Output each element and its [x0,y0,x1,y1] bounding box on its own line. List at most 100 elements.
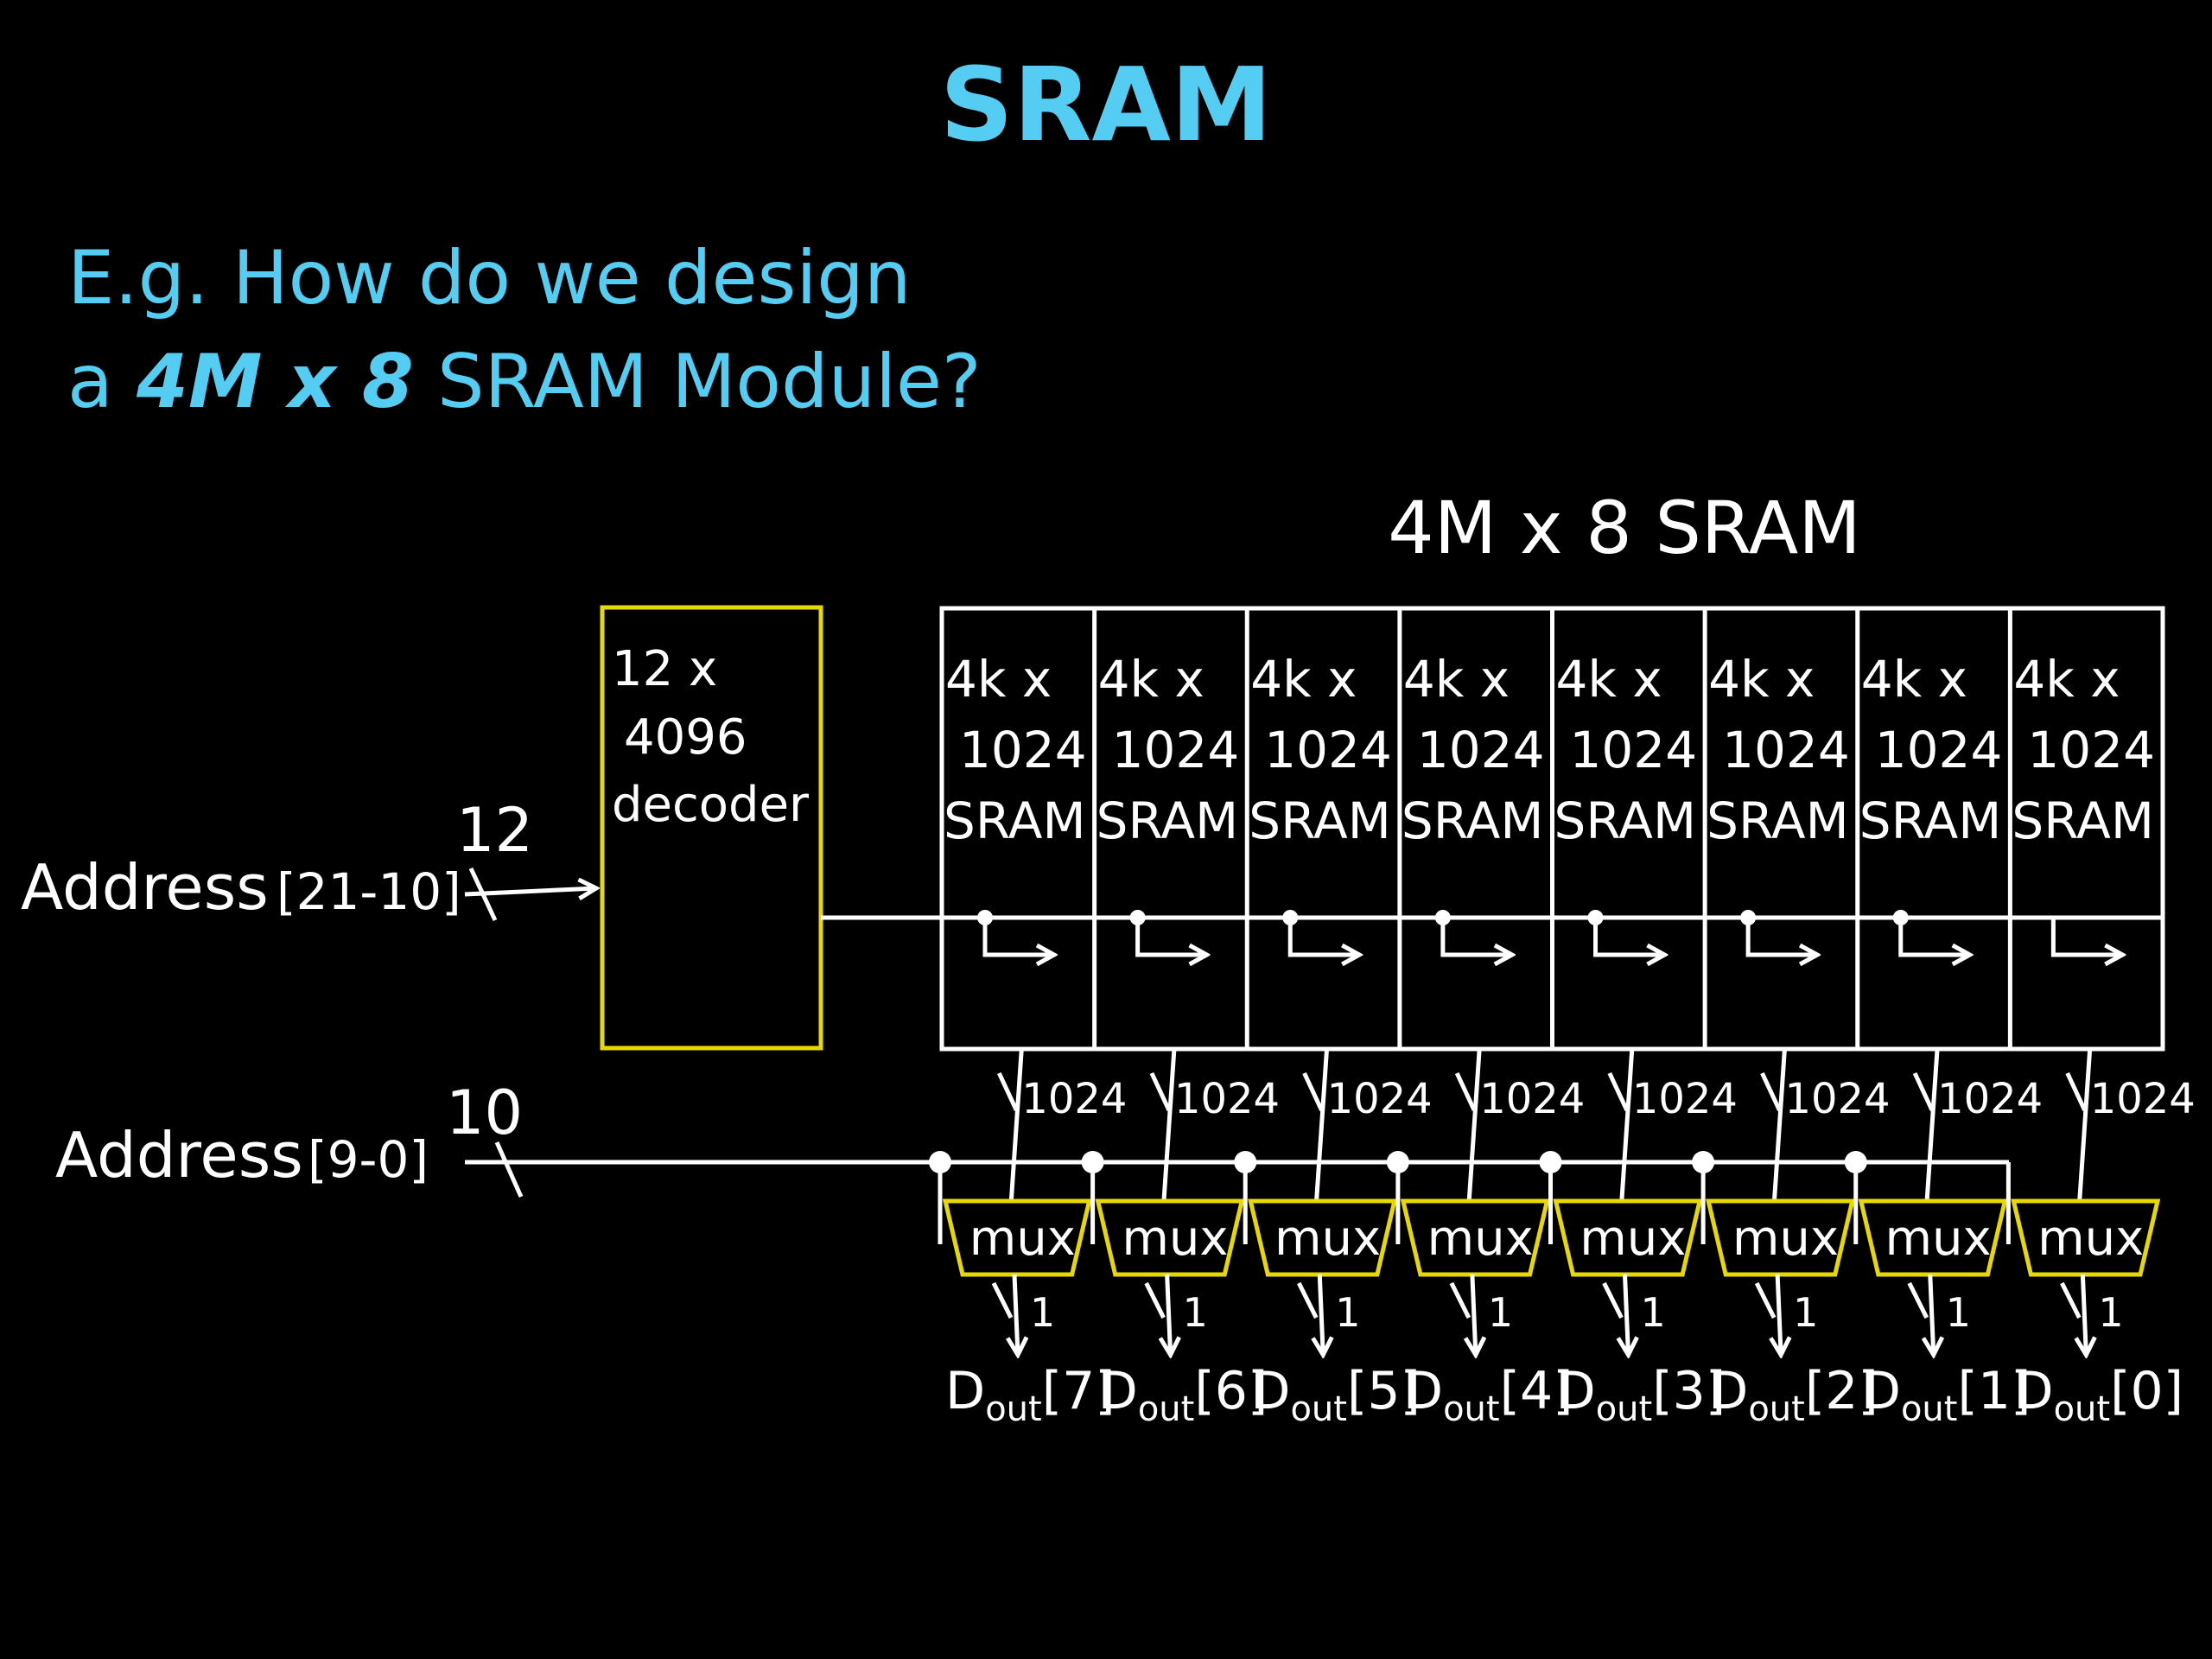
question-suffix: SRAM Module? [413,339,982,425]
wordline-enable-arrow [1287,918,1359,955]
decoder-line-3: decoder [612,777,810,833]
bank-label-line-1: 4k x [1861,650,1967,709]
mux-label: mux [2037,1211,2144,1267]
question-prefix: a [67,339,137,425]
bank-label-line-3: SRAM [944,791,1085,850]
bank-label-line-2: 1024 [1722,721,1850,779]
output-width-label: 1 [1488,1289,1513,1336]
mux-label: mux [969,1211,1076,1267]
bus-width-slash [1149,1071,1172,1112]
bus-width-label: 1024 [1021,1075,1127,1123]
output-width-slash [1754,1281,1777,1319]
slide-title: SRAM [939,45,1273,164]
address-high-slash [468,867,498,922]
wordline-enable-arrow [1593,918,1665,955]
mux-box [2011,1198,2161,1277]
bus-width-slash [1912,1071,1935,1112]
output-width-slash [1907,1281,1929,1319]
bank-label-line-3: SRAM [1402,791,1543,850]
address-high-name: Address [21,851,269,924]
mux-label: mux [1885,1211,1991,1267]
bank-label-line-3: SRAM [1707,791,1848,850]
bank-label-line-1: 4k x [945,650,1052,709]
question-line-2: a 4M x 8 SRAM Module? [67,339,982,425]
bus-width-label: 1024 [1937,1075,2043,1123]
output-width-slash [991,1281,1014,1319]
output-width-slash [1297,1281,1319,1319]
bank-label-line-2: 1024 [1112,721,1240,779]
output-width-label: 1 [1793,1289,1818,1336]
bank-label-line-2: 1024 [959,721,1087,779]
output-label-dout-7: Dout[7] [945,1361,1116,1429]
bank-label-line-3: SRAM [1554,791,1696,850]
output-arrow [1167,1274,1171,1355]
output-width-label: 1 [1946,1289,1971,1336]
output-arrow [1625,1274,1629,1355]
wordline-enable-arrow [982,918,1054,955]
output-arrow [1777,1274,1781,1355]
bus-width-slash [1302,1071,1324,1112]
wordline-enable-arrow [1745,918,1817,955]
mux-label: mux [1732,1211,1839,1267]
output-label-dout-5: Dout[5] [1250,1361,1421,1429]
bus-width-slash [1760,1071,1782,1112]
output-width-slash [1144,1281,1166,1319]
bus-width-label: 1024 [1784,1075,1890,1123]
output-arrow [1014,1274,1018,1355]
data-bus-wire [1466,1048,1482,1202]
address-low-width: 10 [446,1077,523,1148]
address-high-wire [464,888,596,894]
data-bus-wire [1161,1048,1177,1202]
output-arrow [2082,1274,2086,1355]
wordline-enable-arrow [1440,918,1512,955]
mux-box [1400,1198,1550,1277]
output-label-dout-1: Dout[1] [1861,1361,2031,1429]
data-bus-wire [1924,1048,1940,1202]
bus-width-slash [1607,1071,1630,1112]
mux-box [1248,1198,1398,1277]
data-bus-wire [1008,1048,1024,1202]
mux-box [1553,1198,1703,1277]
bank-label-line-3: SRAM [1096,791,1238,850]
output-label-dout-2: Dout[2] [1708,1361,1878,1429]
output-label-dout-4: Dout[4] [1403,1361,1573,1429]
data-bus-wire [1771,1048,1787,1202]
bank-label-line-1: 4k x [2013,650,2120,709]
decoder-line-2: 4096 [624,709,747,766]
output-width-slash [2060,1281,2082,1319]
bus-width-slash [1454,1071,1477,1112]
mux-label: mux [1274,1211,1381,1267]
bank-label-line-1: 4k x [1403,650,1510,709]
output-label-dout-0: Dout[0] [2013,1361,2183,1429]
bank-label-line-3: SRAM [2012,791,2153,850]
bank-label-line-1: 4k x [1708,650,1815,709]
decoder-line-1: 12 x [612,641,717,697]
bus-width-label: 1024 [1632,1075,1738,1123]
mux-box [942,1198,1092,1277]
bank-label-line-2: 1024 [1875,721,2003,779]
wordline-enable-arrow [1135,918,1207,955]
mux-box [1705,1198,1855,1277]
bus-width-label: 1024 [1479,1075,1585,1123]
wordline-enable-arrow [2050,918,2122,955]
bank-label-line-2: 1024 [2027,721,2155,779]
bank-label-line-3: SRAM [1249,791,1390,850]
address-low-name: Address [55,1119,303,1192]
output-arrow [1472,1274,1476,1355]
output-arrow [1319,1274,1323,1355]
bus-width-slash [2065,1071,2087,1112]
bank-label-line-3: SRAM [1859,791,2001,850]
mux-box [1858,1198,2008,1277]
bus-width-slash [997,1071,1019,1112]
mux-label: mux [1122,1211,1228,1267]
output-width-label: 1 [1335,1289,1360,1336]
module-label: 4M x 8 SRAM [1388,486,1860,570]
output-width-label: 1 [1183,1289,1208,1336]
bank-label-line-2: 1024 [1417,721,1545,779]
mux-label: mux [1580,1211,1686,1267]
bank-label-line-1: 4k x [1556,650,1662,709]
bank-label-line-1: 4k x [1250,650,1357,709]
decoder-box [600,605,823,1051]
output-width-label: 1 [1641,1289,1666,1336]
address-high-range: [21-10] [276,862,461,921]
